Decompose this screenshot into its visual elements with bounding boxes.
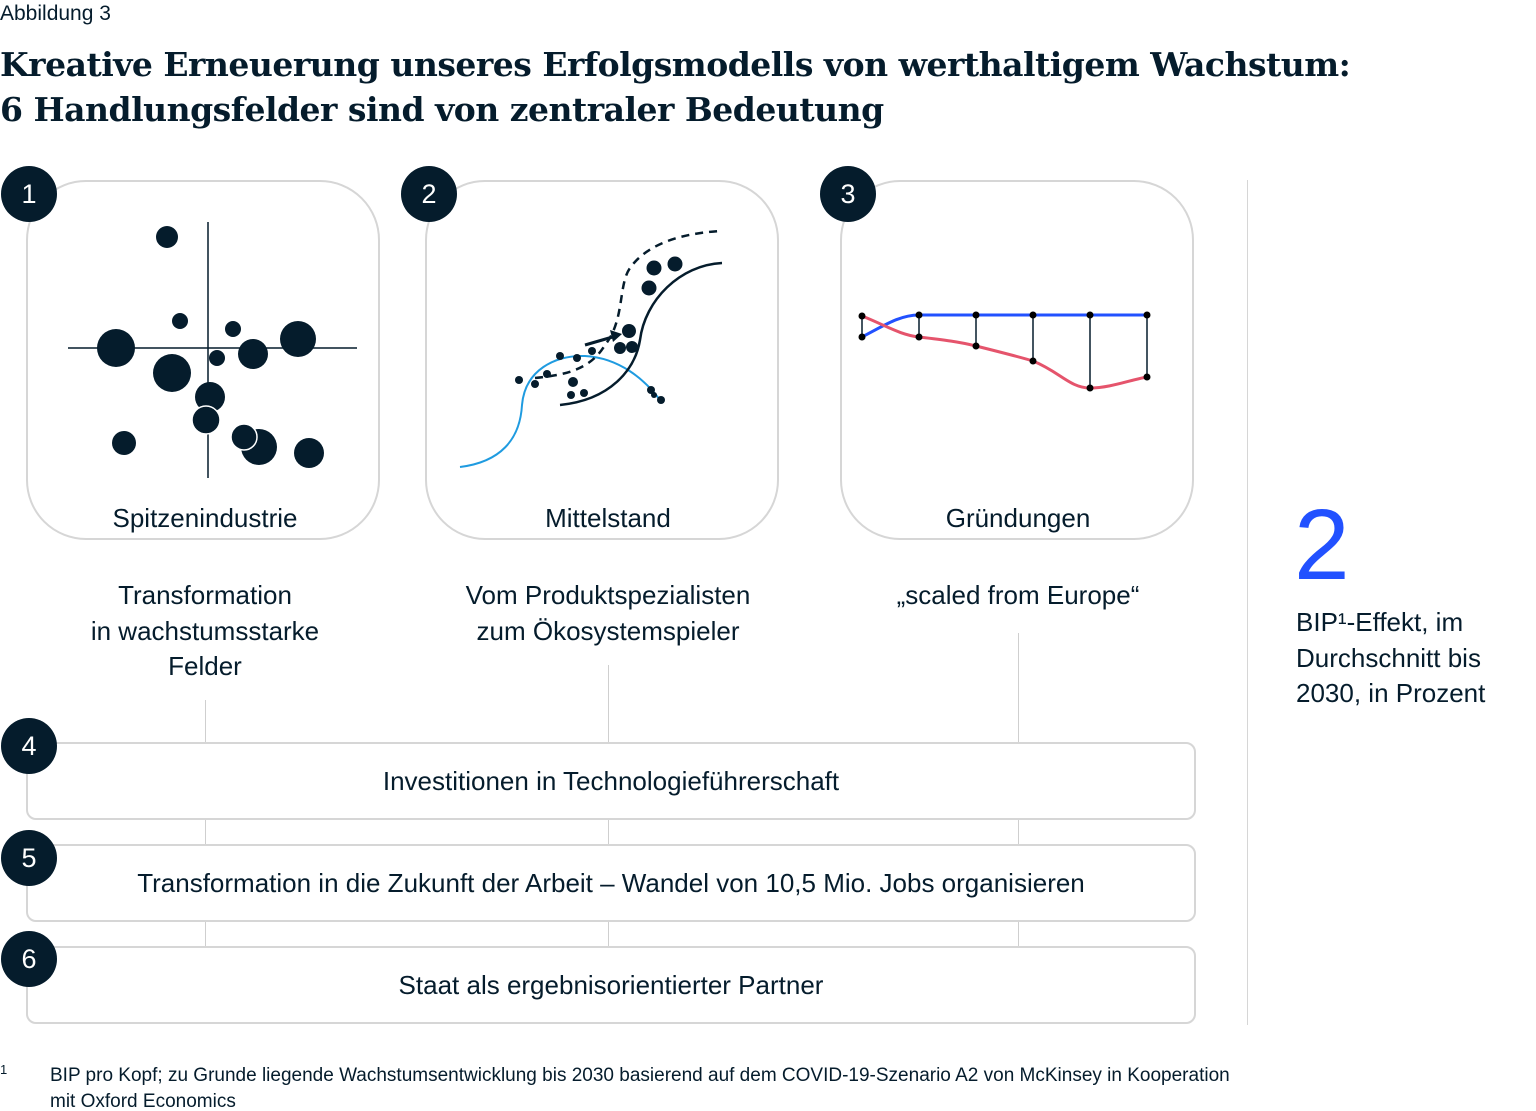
- card-mittelstand: [425, 180, 779, 540]
- figure-label: Abbildung 3: [0, 2, 111, 25]
- bar-label-5: Transformation in die Zukunft der Arbeit…: [137, 867, 1085, 898]
- card-label-2: Mittelstand: [545, 503, 671, 533]
- bar-6: Staat als ergebnisorientierter Partner: [26, 946, 1196, 1024]
- scatter-quadrant-icon: [68, 222, 357, 478]
- number-badge-4: 4: [1, 718, 57, 774]
- subtitle-line: Transformation: [118, 580, 292, 610]
- caption-line: 2030, in Prozent: [1296, 678, 1486, 708]
- title-line-1: Kreative Erneuerung unseres Erfolgsmodel…: [0, 45, 1351, 84]
- card-subtitle-1: Transformation in wachstumsstarke Felder: [15, 578, 395, 685]
- bar-label-6: Staat als ergebnisorientierter Partner: [398, 969, 824, 1000]
- bar-label-4: Investitionen in Technologieführerschaft: [382, 765, 840, 796]
- footnote-line-2: mit Oxford Economics: [50, 1091, 236, 1111]
- connector-line-3: [1018, 633, 1019, 1024]
- subtitle-line: „scaled from Europe“: [896, 580, 1140, 610]
- card-label-3: Gründungen: [945, 503, 1091, 533]
- s-curve-icon: [459, 229, 723, 468]
- number-badge-3: 3: [820, 166, 876, 222]
- number-badge-6: 6: [1, 931, 57, 987]
- number-badge-2: 2: [401, 166, 457, 222]
- subtitle-line: Vom Produktspezialisten: [465, 580, 751, 610]
- divider: [1247, 180, 1248, 1025]
- footnote: BIP pro Kopf; zu Grunde liegende Wachstu…: [50, 1063, 1230, 1111]
- caption-line: BIP¹-Effekt, im: [1296, 607, 1464, 637]
- bar-4: Investitionen in Technologieführerschaft: [26, 742, 1196, 820]
- subtitle-line: in wachstumsstarke: [90, 615, 320, 646]
- number-badge-1: 1: [1, 166, 57, 222]
- bar-5: Transformation in die Zukunft der Arbeit…: [26, 844, 1196, 922]
- card-label-1: Spitzenindustrie: [112, 503, 298, 533]
- card-spitzenindustrie: [26, 180, 380, 540]
- gdp-effect-value: 2: [1294, 489, 1350, 601]
- caption-line: Durchschnitt bis: [1296, 642, 1481, 673]
- footnote-line-1: BIP pro Kopf; zu Grunde liegende Wachstu…: [50, 1065, 1230, 1086]
- card-gruendungen: [840, 180, 1194, 540]
- subtitle-line: Felder: [168, 651, 242, 681]
- gap-lines-icon: [858, 311, 1151, 392]
- card-illustrations: [68, 222, 1151, 478]
- subtitle-line: zum Ökosystemspieler: [476, 615, 740, 646]
- gdp-effect-caption: BIP¹-Effekt, im Durchschnitt bis 2030, i…: [1296, 605, 1526, 712]
- figure-title: Kreative Erneuerung unseres Erfolgsmodel…: [0, 42, 1351, 132]
- number-badge-5: 5: [1, 830, 57, 886]
- footnote-marker: 1: [0, 1062, 8, 1077]
- title-line-2: 6 Handlungsfelder sind von zentraler Bed…: [0, 90, 884, 129]
- card-subtitle-2: Vom Produktspezialisten zum Ökosystemspi…: [418, 578, 798, 649]
- card-subtitle-3: „scaled from Europe“: [828, 578, 1208, 614]
